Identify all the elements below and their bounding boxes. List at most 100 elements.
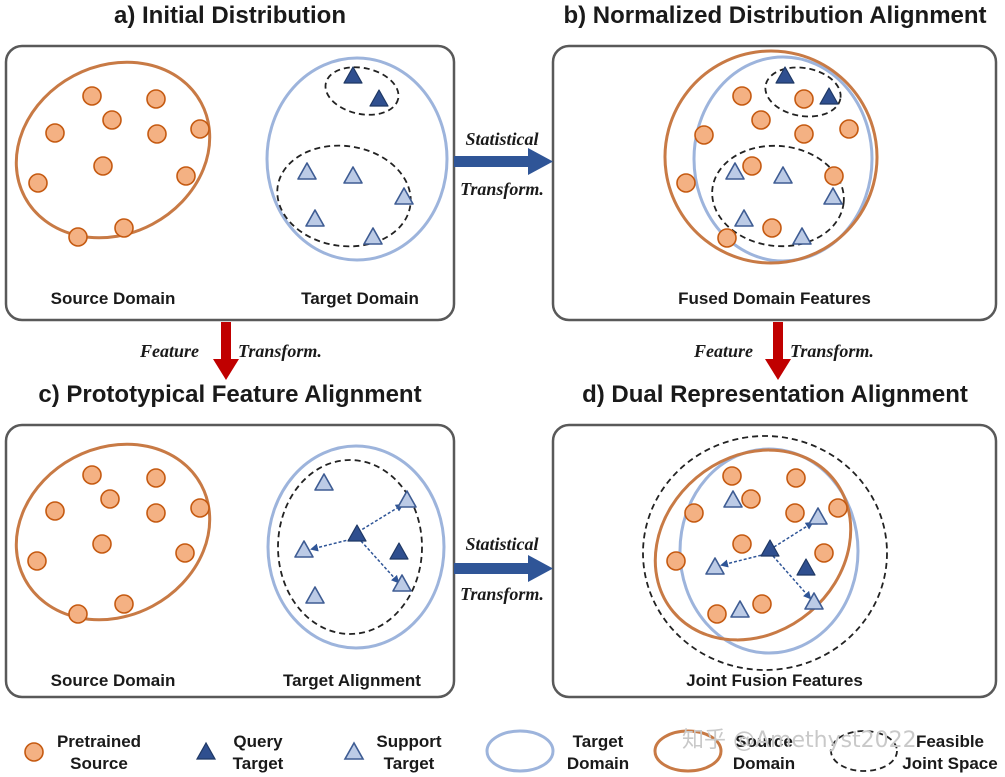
support-point	[363, 227, 383, 245]
alignment-space-ellipse	[277, 459, 423, 635]
feature-left-part1: Feature	[140, 341, 200, 361]
source-point	[794, 89, 814, 109]
legend-query-line1: Query	[233, 732, 283, 751]
support-point	[725, 162, 745, 180]
support-points	[294, 162, 843, 618]
query-point	[369, 89, 389, 107]
source-point	[102, 110, 122, 130]
statistical-bottom-line1: Statistical	[465, 534, 539, 554]
source-point	[707, 604, 727, 624]
source-point	[27, 551, 47, 571]
support-point	[804, 592, 824, 610]
legend-support-point-icon	[343, 741, 365, 760]
legend-support-line2: Target	[383, 754, 435, 773]
query-point	[819, 87, 839, 105]
support-point	[394, 187, 414, 205]
panel-d-frame	[551, 423, 998, 699]
source-point	[146, 468, 166, 488]
source-point	[722, 466, 742, 486]
source-point	[762, 218, 782, 238]
query-point	[796, 558, 816, 576]
panel-d-title: d) Dual Representation Alignment	[582, 381, 968, 408]
support-point	[773, 166, 793, 184]
source-point	[68, 604, 88, 624]
source-point	[785, 503, 805, 523]
statistical-bottom-line2: Transform.	[460, 584, 544, 604]
statistical-top-line1: Statistical	[465, 129, 539, 149]
support-point	[734, 209, 754, 227]
query-point	[347, 524, 367, 542]
alignment-arrow	[720, 553, 767, 568]
support-subspace-ellipse	[276, 144, 412, 248]
panel-a-title: a) Initial Distribution	[114, 2, 346, 29]
source-point	[100, 489, 120, 509]
support-point	[723, 490, 743, 508]
support-point	[730, 600, 750, 618]
panel-c-title: c) Prototypical Feature Alignment	[38, 381, 422, 408]
feature-left-part2: Transform.	[238, 341, 322, 361]
alignment-arrow	[357, 503, 404, 533]
panel-c-source-label: Source Domain	[50, 671, 176, 690]
legend-target-domain-icon	[485, 729, 555, 773]
source-point	[741, 489, 761, 509]
legend-support-line1: Support	[376, 732, 442, 751]
source-point	[68, 227, 88, 247]
alignment-arrow	[772, 555, 812, 600]
feature-transform-arrow-left	[213, 322, 239, 380]
support-subspace-ellipse	[711, 144, 845, 248]
legend-target-line1: Target	[572, 732, 624, 751]
target-domain-ellipse	[265, 56, 449, 262]
source-point	[114, 218, 134, 238]
legend-query-line2: Target	[232, 754, 284, 773]
panel-a-frame	[4, 44, 456, 322]
statistical-transform-arrow-bottom	[454, 555, 553, 582]
source-point	[146, 503, 166, 523]
support-point	[392, 574, 412, 592]
panel-b-title: b) Normalized Distribution Alignment	[563, 2, 987, 29]
panel-a-target-label: Target Domain	[301, 289, 419, 308]
legend-source-line2: Domain	[732, 754, 796, 773]
support-point	[823, 187, 843, 205]
feasible-joint-space-ellipse	[642, 435, 888, 671]
support-point	[397, 490, 417, 508]
query-subspace-ellipse	[764, 66, 842, 118]
panel-b-fused-label: Fused Domain Features	[678, 289, 871, 308]
query-point	[343, 66, 363, 84]
source-point	[190, 498, 210, 518]
query-point	[760, 539, 780, 557]
support-point	[314, 473, 334, 491]
feature-transform-arrow-right	[765, 322, 791, 380]
legend-pretrained-line1: Pretrained	[56, 732, 142, 751]
source-point	[717, 228, 737, 248]
source-point	[751, 110, 771, 130]
source-domain-ellipse	[14, 442, 212, 622]
statistical-top-line2: Transform.	[460, 179, 544, 199]
legend-feasible-line1: Feasible	[915, 732, 985, 751]
statistical-transform-arrow-top	[454, 148, 553, 175]
panel-a-source-cluster	[14, 60, 212, 240]
source-point	[666, 551, 686, 571]
source-point	[82, 86, 102, 106]
support-point	[808, 507, 828, 525]
legend-target-domain: Target Domain	[558, 731, 638, 775]
target-domain-ellipse	[266, 444, 446, 650]
source-point	[742, 156, 762, 176]
legend-source-point-icon	[24, 742, 44, 762]
source-point	[824, 166, 844, 186]
source-point	[146, 89, 166, 109]
support-point	[305, 209, 325, 227]
query-points	[343, 66, 839, 576]
feature-right-part1: Feature	[694, 341, 754, 361]
source-point	[814, 543, 834, 563]
support-point	[792, 227, 812, 245]
source-point	[684, 503, 704, 523]
panel-c-target-label: Target Alignment	[283, 671, 421, 690]
alignment-arrow	[360, 540, 400, 584]
legend-source-domain: Source Domain	[724, 731, 804, 775]
source-point	[92, 534, 112, 554]
source-point	[828, 498, 848, 518]
watermark-text: 知乎 @Amethyst2022	[682, 728, 917, 753]
source-point	[45, 501, 65, 521]
query-point	[775, 66, 795, 84]
